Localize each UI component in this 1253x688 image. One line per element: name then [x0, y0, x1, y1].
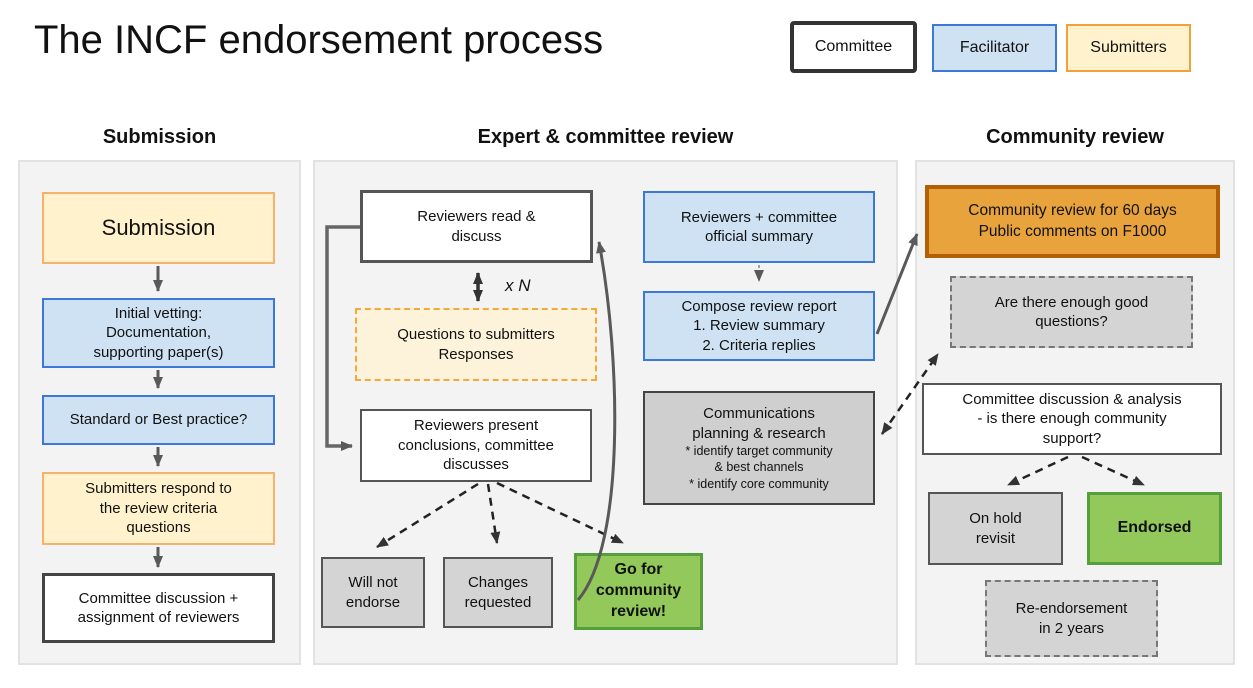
legend-facilitator-label: Facilitator — [959, 39, 1030, 56]
node-changes-requested: Changes requested — [443, 557, 553, 628]
communications-title: Communications planning & research — [692, 405, 826, 442]
legend-submitters: Submitters — [1066, 24, 1191, 72]
node-reviewers-present-conclusions: Reviewers present conclusions, committee… — [360, 409, 592, 482]
communications-details: * identify target community & best chann… — [685, 444, 833, 491]
header-community-review: Community review — [986, 126, 1164, 148]
legend-committee-label: Committee — [814, 38, 893, 55]
node-re-endorsement: Re-endorsement in 2 years — [985, 580, 1158, 657]
node-compose-review-report: Compose review report 1. Review summary … — [643, 291, 875, 361]
legend-committee: Committee — [790, 21, 917, 73]
node-committee-analysis-support: Committee discussion & analysis - is the… — [922, 383, 1222, 455]
node-enough-good-questions: Are there enough good questions? — [950, 276, 1193, 348]
node-initial-vetting: Initial vetting: Documentation, supporti… — [42, 298, 275, 368]
legend-facilitator: Facilitator — [932, 24, 1057, 72]
node-official-summary: Reviewers + committee official summary — [643, 191, 875, 263]
node-questions-to-submitters: Questions to submitters Responses — [355, 308, 597, 381]
node-submitters-respond: Submitters respond to the review criteri… — [42, 472, 275, 545]
node-communications-planning: Communications planning & research * ide… — [643, 391, 875, 505]
node-committee-discussion-assignment: Committee discussion + assignment of rev… — [42, 573, 275, 643]
header-expert-review: Expert & committee review — [477, 126, 734, 148]
node-on-hold-revisit: On hold revisit — [928, 492, 1063, 565]
legend-submitters-label: Submitters — [1090, 39, 1167, 56]
header-submission: Submission — [102, 126, 217, 148]
node-will-not-endorse: Will not endorse — [321, 557, 425, 628]
node-go-for-community-review: Go for community review! — [574, 553, 703, 630]
page-title: The INCF endorsement process — [34, 18, 604, 62]
node-community-review-60-days: Community review for 60 days Public comm… — [925, 185, 1220, 258]
node-standard-or-best-practice: Standard or Best practice? — [42, 395, 275, 445]
node-reviewers-read-discuss: Reviewers read & discuss — [360, 190, 593, 263]
node-submission: Submission — [42, 192, 275, 264]
loop-count-label: x N — [505, 276, 531, 295]
node-endorsed: Endorsed — [1087, 492, 1222, 565]
